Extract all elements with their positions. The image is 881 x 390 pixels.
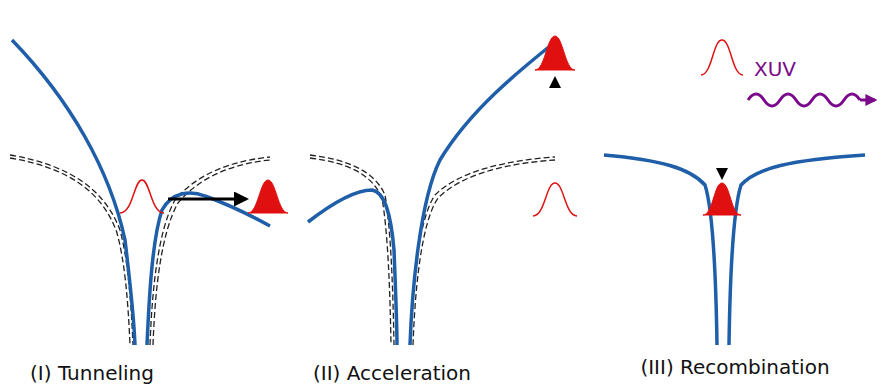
panel-caption: (III) Recombination — [640, 356, 829, 378]
photon-label: XUV — [754, 58, 796, 80]
panel-caption: (I) Tunneling — [30, 362, 154, 384]
panel-caption: (II) Acceleration — [313, 362, 471, 384]
